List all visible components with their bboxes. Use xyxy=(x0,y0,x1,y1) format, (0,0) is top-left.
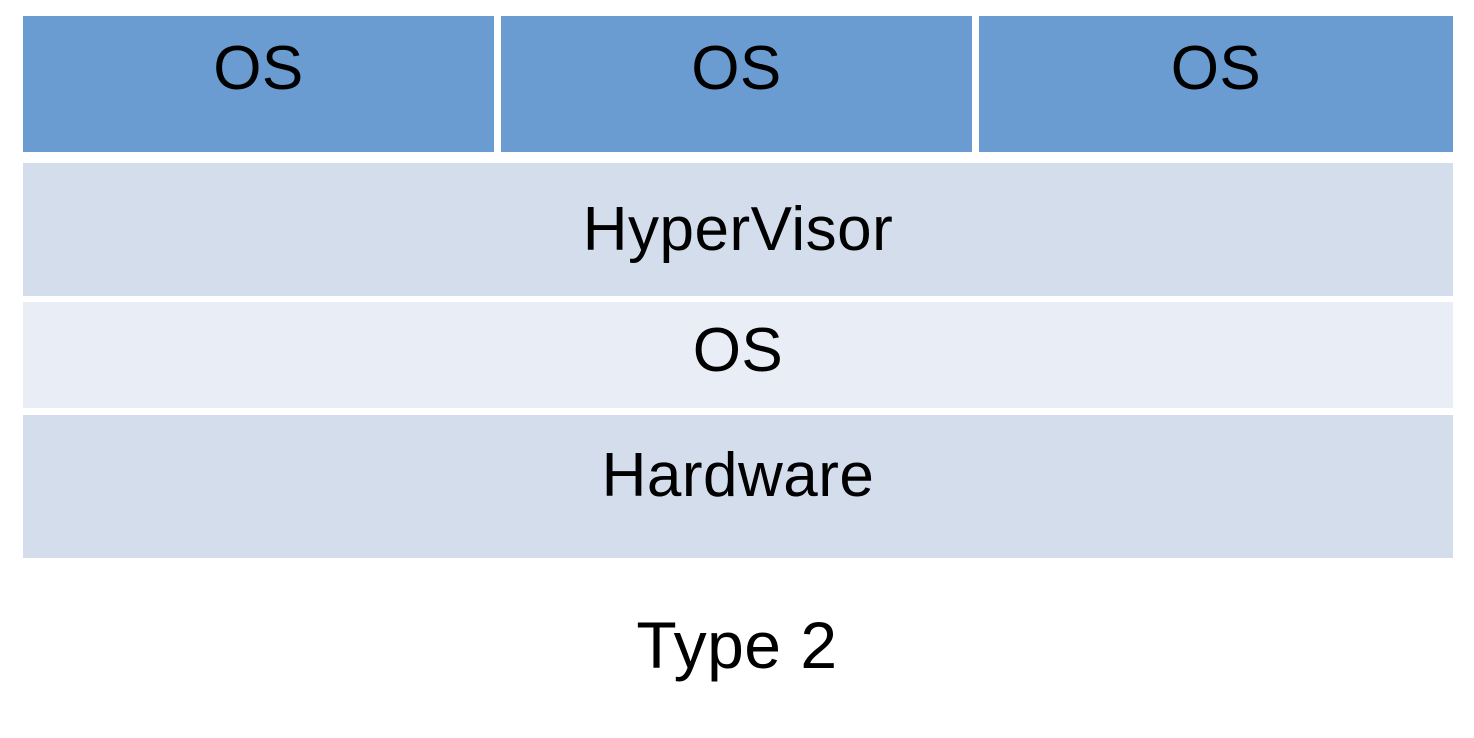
hypervisor-layer: HyperVisor xyxy=(23,163,1453,296)
guest-os-block-2: OS xyxy=(501,16,972,152)
guest-os-block-1: OS xyxy=(23,16,494,152)
hardware-layer: Hardware xyxy=(23,415,1453,558)
host-os-layer: OS xyxy=(23,302,1453,408)
guest-os-block-3: OS xyxy=(979,16,1453,152)
guest-os-row: OS OS OS xyxy=(23,16,1453,152)
diagram-caption: Type 2 xyxy=(636,608,838,682)
